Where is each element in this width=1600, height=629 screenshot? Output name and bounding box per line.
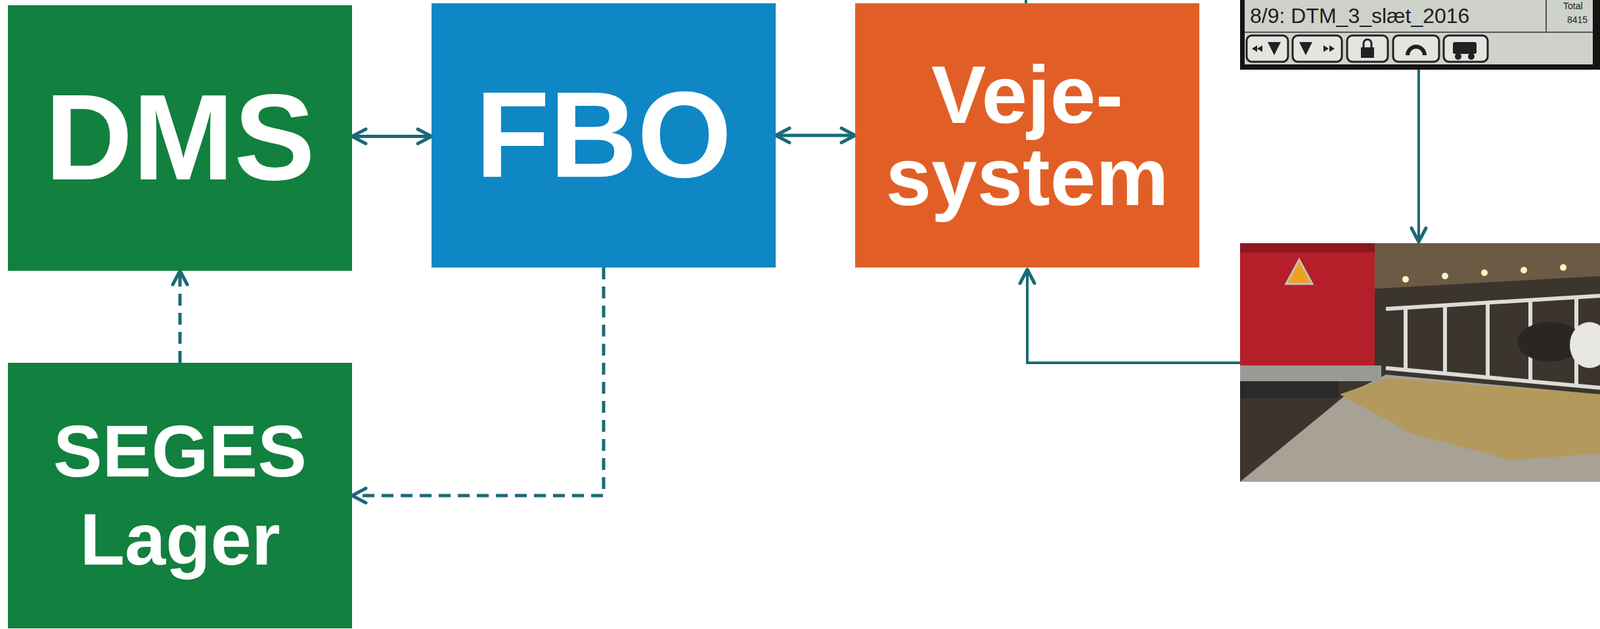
return-icon (1405, 44, 1427, 56)
lock-icon (1363, 39, 1372, 48)
mixer-base (1240, 380, 1339, 399)
box-label: Veje- system (868, 53, 1187, 218)
connector-arrow (352, 134, 432, 138)
terminal-screen (1240, 0, 1600, 70)
connector-arrow (352, 267, 604, 496)
barn-lights (1402, 264, 1567, 283)
screen-to-photo-arrow (1417, 69, 1421, 242)
screen-button (1393, 35, 1440, 62)
screen-lcd (1244, 0, 1593, 65)
box-label: DMS (44, 70, 315, 205)
barn-floor (1240, 374, 1600, 482)
rewind-icon (1251, 45, 1263, 52)
feed-fence (1385, 295, 1600, 388)
mixer-icon (1452, 42, 1477, 54)
feed-pile (1339, 377, 1600, 460)
warning-sign (1286, 259, 1313, 284)
storage-box: SEGES Lager (7, 362, 353, 628)
barn-roof (1366, 243, 1600, 289)
barn-background (1240, 243, 1600, 482)
system-box: FBO (431, 3, 776, 268)
screen-text: 8/9: DTM_3_slæt_2016 (1249, 3, 1470, 29)
box-label: FBO (475, 68, 733, 203)
feed-icon (1299, 42, 1313, 56)
screen-button (1292, 35, 1342, 62)
lock-icon (1360, 47, 1375, 58)
system-box: DMS (7, 5, 353, 271)
screen-icons (1251, 39, 1477, 60)
connector-arrow (178, 270, 182, 363)
screen-value: 8415 (1567, 14, 1588, 25)
system-box: Veje- system (855, 3, 1200, 268)
screen-button (1347, 35, 1388, 62)
photo-to-scale-arrow (1027, 269, 1241, 363)
screen-divider (1244, 31, 1593, 33)
feed-mixer (1240, 243, 1375, 368)
screen-buttons (1246, 35, 1488, 62)
box-label: SEGES Lager (21, 407, 339, 584)
screen-button (1443, 35, 1488, 62)
mixer-icon (1467, 53, 1475, 60)
mixer-icon (1454, 53, 1462, 60)
feed-icon (1267, 42, 1281, 56)
screen-divider (1545, 0, 1547, 33)
connector-arrow (775, 133, 856, 138)
mixer-conveyor (1240, 365, 1382, 381)
screen-button (1246, 35, 1289, 62)
forward-icon (1323, 45, 1335, 52)
feeding-photo (1240, 243, 1600, 482)
cows (1517, 321, 1600, 368)
screen-frame (1240, 0, 1600, 70)
feed-mixer (1240, 243, 1375, 253)
screen-text: Total (1563, 0, 1583, 12)
